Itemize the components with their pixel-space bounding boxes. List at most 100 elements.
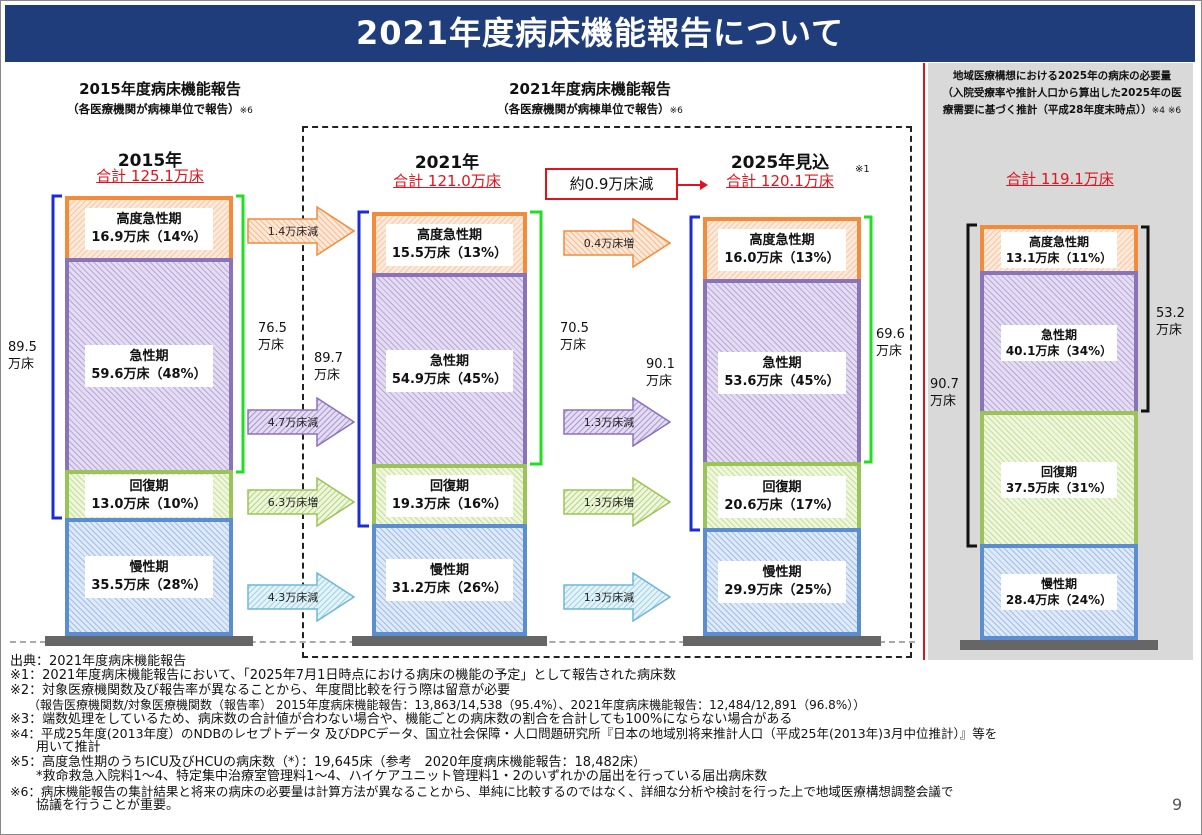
mid-header-mark: ※6 [669, 106, 683, 116]
seg-name: 慢性期 [129, 560, 169, 575]
brace-2021-left [357, 210, 369, 528]
brace-need-left [966, 223, 977, 548]
brace-value: 69.6 [876, 327, 905, 342]
reduction-box: 約0.9万床減 [545, 168, 678, 200]
total-2021: 合計 121.0万床 [393, 172, 501, 190]
right-header-mark: ※4 ※6 [1151, 106, 1182, 116]
arrow-label: 6.3万床増 [267, 496, 319, 509]
arrow-label: 4.7万床減 [267, 416, 319, 429]
right-arrow-icon [563, 477, 671, 527]
mid-header-title: 2021年度病床機能報告 [509, 80, 671, 98]
seg-2025-recovery: 回復期 20.6万床（17%） [703, 462, 861, 532]
base-2015 [45, 636, 253, 646]
arrow-label: 1.4万床減 [267, 225, 319, 238]
seg-name: 高度急性期 [416, 227, 482, 243]
seg-value: 59.6万床（48%） [91, 367, 207, 382]
arrow-label: 4.3万床減 [267, 591, 319, 604]
seg-value: 13.1万床（11%） [1005, 251, 1113, 265]
note-line: 用いて推計 [10, 740, 101, 756]
brace-unit: 万床 [646, 374, 673, 389]
right-header-line1: 地域医療構想における2025年の病床の必要量 [952, 70, 1172, 82]
total-need: 合計 119.1万床 [1006, 170, 1114, 188]
total-2015: 合計 125.1万床 [96, 167, 204, 185]
brace-unit: 万床 [314, 368, 341, 383]
brace-2015-left [51, 194, 62, 520]
seg-label: 回復期 20.6万床（17%） [718, 476, 846, 518]
seg-name: 急性期 [429, 353, 469, 369]
seg-name: 高度急性期 [749, 233, 815, 248]
seg-value: 16.9万床（14%） [91, 230, 207, 245]
seg-need-chronic: 慢性期 28.4万床（24%） [980, 544, 1138, 640]
right-header-line3-wrap: 療需要に基づく推計（平成28年度末時点））※4 ※6 [932, 102, 1192, 120]
arrow-a-chronic: 4.3万床減 [247, 572, 355, 622]
page-number: 9 [1172, 795, 1183, 814]
base-need [960, 640, 1158, 650]
seg-label: 慢性期 28.4万床（24%） [1000, 574, 1118, 610]
arrow-label: 1.3万床減 [583, 416, 635, 429]
right-header-line2: （入院受療率や推計人口から算出した2025年の医 [942, 87, 1182, 99]
seg-value: 20.6万床（17%） [724, 498, 840, 513]
right-arrow-icon [563, 218, 671, 268]
arrow-b-acute: 1.3万床減 [563, 397, 671, 447]
note-line: *救命救急入院料1～4、特定集中治療室管理料1～4、ハイケアユニット管理料1・2… [10, 769, 768, 785]
brace-value: 90.1 [646, 357, 675, 372]
arrow-a-recovery: 6.3万床増 [247, 477, 355, 527]
brace-2021-left-label: 89.7 万床 [314, 350, 343, 384]
seg-label: 慢性期 35.5万床（28%） [85, 556, 213, 598]
brace-2015-right [236, 194, 245, 474]
seg-value: 19.3万床（16%） [391, 497, 508, 512]
seg-value: 35.5万床（28%） [91, 578, 207, 593]
note-line: （報告医療機関数/対象医療機関数（報告率） 2015年度病床機能報告：13,86… [10, 698, 866, 713]
seg-name: 慢性期 [1040, 577, 1077, 591]
base-2025 [683, 636, 881, 646]
seg-label: 高度急性期 16.0万床（13%） [718, 229, 846, 271]
brace-2021-right [530, 210, 543, 466]
left-header-mark: ※6 [239, 106, 253, 116]
note-line: 協議を行うことが重要。 [10, 798, 180, 814]
brace-unit: 万床 [560, 338, 587, 353]
note-line: ※4：平成25年度(2013年度）のNDBのレセプトデータ 及びDPCデータ、国… [10, 726, 998, 742]
brace-value: 89.7 [314, 351, 343, 366]
brace-need-right [1141, 225, 1150, 413]
seg-name: 急性期 [1040, 328, 1077, 342]
left-header-title: 2015年度病床機能報告 [79, 80, 241, 98]
brace-value: 89.5 [8, 340, 37, 355]
right-arrow-icon [563, 572, 671, 622]
seg-value: 28.4万床（24%） [1005, 593, 1113, 607]
seg-value: 13.0万床（10%） [91, 497, 207, 512]
seg-value: 16.0万床（13%） [724, 251, 840, 266]
seg-value: 15.5万床（13%） [391, 245, 508, 261]
seg-value: 31.2万床（26%） [391, 581, 508, 596]
right-arrow-icon [247, 206, 355, 256]
note-line: ※1：2021年度病床機能報告において、「2025年7月1日時点における病床の機… [10, 668, 676, 684]
note-line: ※6：病床機能報告の集計結果と将来の病床の必要量は計算方法が異なることから、単純… [10, 783, 954, 799]
dashed-group-box [302, 126, 912, 658]
year-2025: 2025年見込 [730, 153, 830, 173]
base-2021 [352, 636, 547, 646]
mid-subtitle-text: （各医療機関が病棟単位で報告） [497, 102, 670, 116]
arrow-b-chronic: 1.3万床減 [563, 572, 671, 622]
arrow-a-acute: 4.7万床減 [247, 397, 355, 447]
seg-2015-chronic: 慢性期 35.5万床（28%） [65, 518, 233, 636]
seg-name: 回復期 [762, 480, 802, 495]
seg-value: 37.5万床（31%） [1005, 480, 1113, 495]
panel-divider [923, 63, 925, 660]
total-2025: 合計 120.1万床 [726, 172, 834, 190]
note-line: ※3：端数処理をしているため、病床数の合計値が合わない場合や、機能ごとの病床数の… [10, 711, 793, 727]
